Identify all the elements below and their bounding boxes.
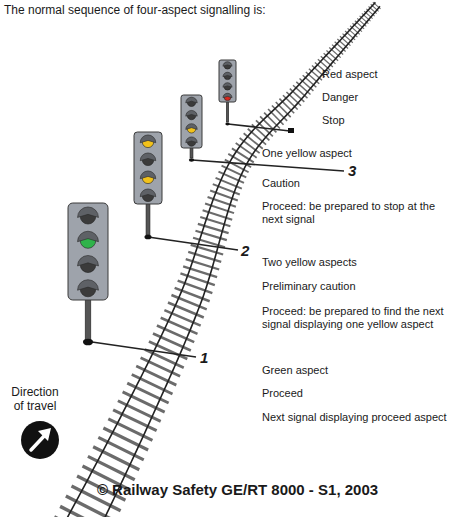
lens-hood (78, 207, 99, 217)
sleeper (232, 148, 254, 162)
sleeper (332, 45, 343, 55)
leader-line (192, 160, 344, 171)
aspect-name: Red aspect (322, 68, 378, 81)
aspect-instruction: Stop (322, 114, 345, 127)
sleeper (276, 102, 291, 117)
sleeper (335, 42, 346, 52)
signal-head (181, 95, 202, 148)
aspect-meaning: Danger (322, 91, 358, 104)
signal (219, 60, 236, 125)
direction-label: Direction of travel (6, 385, 64, 413)
sleeper (300, 79, 314, 91)
railway-track (54, 2, 380, 517)
sleeper (272, 105, 287, 120)
signal-base (225, 123, 229, 126)
leader-line (228, 124, 290, 131)
lens-hood (186, 124, 197, 130)
signal-head (134, 132, 162, 204)
sleeper (290, 89, 305, 102)
signal-base (83, 339, 93, 346)
lens-hood (223, 62, 232, 67)
diagram-title: The normal sequence of four-aspect signa… (4, 3, 265, 17)
aspect-name: Two yellow aspects (262, 256, 357, 269)
sleeper (324, 53, 336, 64)
direction-symbol (21, 421, 59, 459)
leader-line (148, 237, 238, 250)
sleeper (293, 85, 307, 98)
lens-hood (140, 135, 156, 143)
lens-hood (140, 189, 156, 197)
lens-hood (78, 231, 99, 241)
lens-hood (140, 171, 156, 179)
sleeper (240, 138, 260, 153)
signal (181, 95, 202, 162)
rail (95, 6, 380, 517)
copyright-caption: © Railway Safety GE/RT 8000 - S1, 2003 (2, 481, 471, 499)
sleeper (228, 154, 251, 167)
leader-end (288, 128, 294, 133)
aspect-instruction: Proceed: be prepared to find the next si… (262, 305, 467, 331)
sleeper (326, 50, 338, 60)
sleeper (264, 113, 280, 129)
signal (134, 132, 162, 239)
signal-base (144, 235, 151, 240)
leader-line (92, 342, 196, 357)
sleeper (296, 82, 310, 95)
lens-hood (223, 72, 232, 77)
callout-number: 1 (200, 349, 208, 366)
aspect-meaning: Preliminary caution (262, 280, 356, 293)
track-centre (80, 4, 378, 517)
lens-hood (186, 110, 197, 116)
signal-base (189, 158, 194, 162)
lens-hood (223, 93, 232, 98)
sleeper (268, 109, 283, 125)
callout-number: 2 (241, 242, 249, 259)
signal-post (85, 298, 91, 340)
aspect-meaning: Proceed (262, 387, 303, 400)
sleeper (286, 92, 301, 106)
sleeper (306, 72, 319, 84)
lens-hood (186, 97, 197, 103)
sleeper (321, 56, 333, 67)
aspect-meaning: Caution (262, 177, 300, 190)
signal-post (146, 202, 150, 235)
signal (68, 203, 108, 345)
lens-hood (186, 137, 197, 143)
sleeper (283, 95, 298, 109)
sleeper (244, 133, 263, 148)
sleeper (303, 75, 317, 87)
signal-post (226, 100, 228, 122)
sleeper (260, 116, 276, 132)
lens-hood (223, 83, 232, 88)
signal-head (68, 203, 108, 300)
callout-number: 3 (348, 162, 356, 179)
sleeper (309, 69, 322, 81)
sleeper (329, 47, 340, 57)
aspect-name: Green aspect (262, 364, 328, 377)
sleeper (248, 129, 266, 145)
lens-hood (78, 280, 99, 290)
aspect-instruction: Proceed: be prepared to stop at the next… (262, 200, 442, 226)
sleeper (337, 39, 348, 49)
signal-head (219, 60, 236, 102)
sleeper (279, 99, 294, 114)
lens-hood (140, 153, 156, 161)
sleeper (236, 143, 257, 158)
lens-hood (78, 255, 99, 265)
aspect-instruction: Next signal displaying proceed aspect (262, 411, 467, 424)
aspect-name: One yellow aspect (262, 147, 352, 160)
